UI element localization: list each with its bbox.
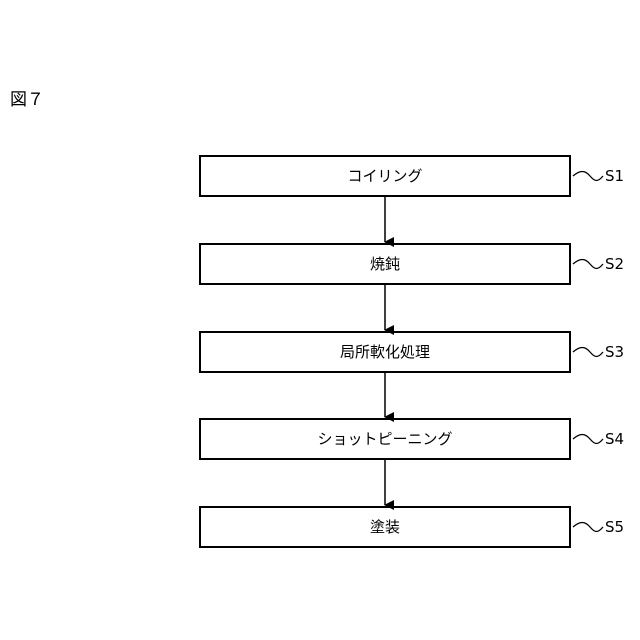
leader-line-s1 xyxy=(573,172,603,181)
leader-line-s5 xyxy=(573,523,603,532)
leader-line-s2 xyxy=(573,260,603,269)
leader-line-s4 xyxy=(573,435,603,444)
leader-line-s3 xyxy=(573,348,603,357)
